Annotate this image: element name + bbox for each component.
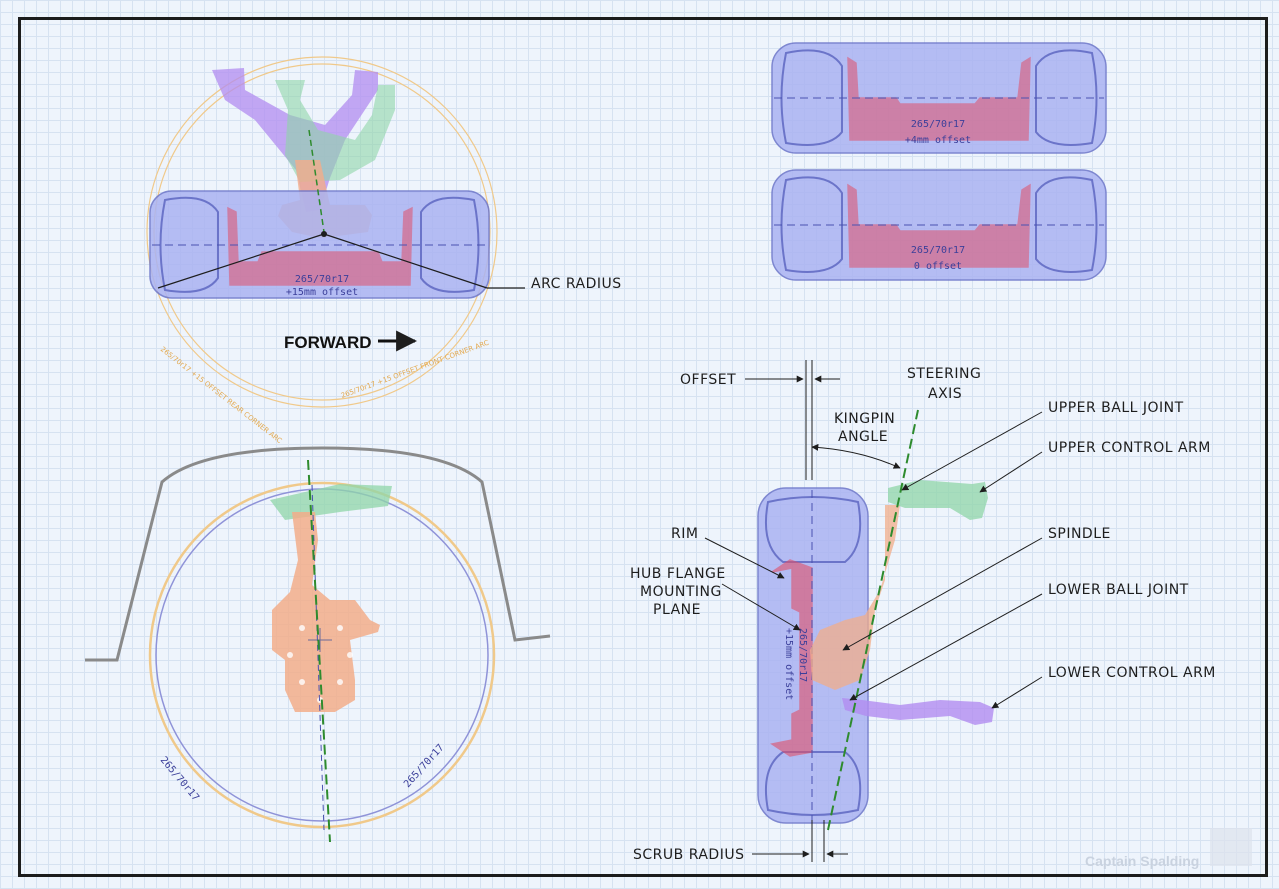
tire-top-left-offset: +15mm offset <box>286 287 358 298</box>
spindle-label: SPINDLE <box>1048 526 1111 542</box>
steering-axis-side <box>307 459 331 843</box>
side-tire-outer <box>148 481 496 829</box>
tire-comparison-2-size: 265/70r17 <box>911 245 965 256</box>
front-view-assembly: 265/70r17 +15mm offset OFFSET KINGPIN AN… <box>630 360 1216 863</box>
rear-corner-arc <box>146 56 498 408</box>
kingpin-label-2: ANGLE <box>838 429 888 445</box>
tire-comparison-1: 265/70r17 +4mm offset <box>771 42 1107 154</box>
watermark-text: Captain Spalding <box>1085 853 1199 869</box>
top-view-assembly: ARC RADIUS 265/70r17 +15mm offset FORWAR… <box>146 56 622 445</box>
rim-label: RIM <box>671 526 698 542</box>
side-view-assembly: 265/70r17 265/70r17 <box>85 446 551 843</box>
hub-label-2: MOUNTING <box>640 584 722 600</box>
lower-control-arm-top <box>275 80 395 182</box>
lower-ball-joint-label: LOWER BALL JOINT <box>1048 582 1189 598</box>
wheel-well-fender <box>85 446 551 662</box>
upper-control-arm-label: UPPER CONTROL ARM <box>1048 440 1211 456</box>
hub-label-3: PLANE <box>653 602 701 618</box>
upper-ball-joint-label: UPPER BALL JOINT <box>1048 400 1184 416</box>
watermark-logo-icon <box>1210 828 1252 866</box>
hub-label-1: HUB FLANGE <box>630 566 726 582</box>
tire-top-left-size: 265/70r17 <box>295 274 349 285</box>
lower-control-arm-label: LOWER CONTROL ARM <box>1048 665 1216 681</box>
tire-front-view-size: 265/70r17 <box>797 628 808 682</box>
arc-radius-label: ARC RADIUS <box>531 276 622 292</box>
spindle-side <box>272 512 380 712</box>
drawing-frame <box>18 17 1268 877</box>
side-tire-label-right: 265/70r17 <box>402 742 446 790</box>
tire-comparison-2-offset: 0 offset <box>914 261 962 272</box>
steering-axis-label-2: AXIS <box>928 386 962 402</box>
lower-control-arm-front <box>842 698 994 725</box>
spindle-front-view <box>810 505 900 690</box>
tire-front-view-offset: +15mm offset <box>783 628 794 700</box>
arc-text-rear: 265/70r17 +15 OFFSET REAR CORNER ARC <box>159 345 284 445</box>
tire-comparison-1-offset: +4mm offset <box>905 135 971 146</box>
forward-label: FORWARD <box>284 333 372 352</box>
steering-axis-front <box>827 409 919 831</box>
upper-control-arm-front <box>888 480 988 520</box>
tire-comparison-2: 265/70r17 0 offset <box>771 169 1107 281</box>
steering-axis-label-1: STEERING <box>907 366 981 382</box>
scrub-radius-label: SCRUB RADIUS <box>633 847 744 863</box>
upper-control-arm-side <box>270 484 392 520</box>
offset-label: OFFSET <box>680 372 736 388</box>
kingpin-label-1: KINGPIN <box>834 411 895 427</box>
tire-comparison-1-size: 265/70r17 <box>911 119 965 130</box>
